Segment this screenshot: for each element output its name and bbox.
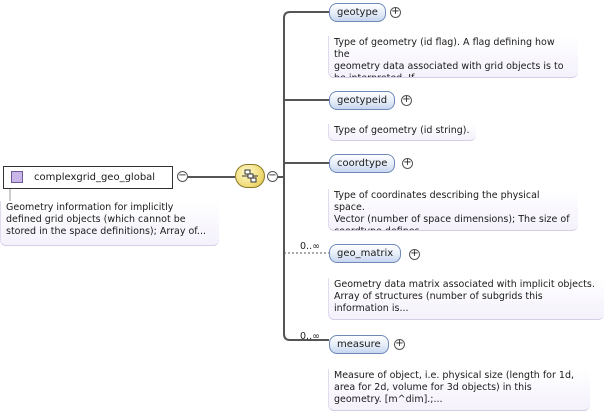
measure-cardinality: 0..∞ <box>300 331 320 342</box>
element-geotype[interactable]: geotype <box>329 3 386 22</box>
geotypeid-expand-toggle[interactable]: + <box>401 94 412 106</box>
measure-expand-toggle[interactable]: + <box>394 338 405 350</box>
geotype-expand-toggle[interactable]: + <box>390 6 401 18</box>
geotypeid-description: Type of geometry (id string). <box>328 124 476 141</box>
measure-description: Measure of object, i.e. physical size (l… <box>328 369 590 411</box>
root-element-label: complexgrid_geo_global <box>34 172 156 183</box>
element-coordtype[interactable]: coordtype <box>329 154 396 173</box>
sequence-compositor-icon <box>242 169 258 183</box>
geo-matrix-expand-toggle[interactable]: + <box>409 248 420 260</box>
element-geo-matrix[interactable]: geo_matrix <box>329 244 402 263</box>
element-measure[interactable]: measure <box>329 335 389 354</box>
coordtype-description: Type of coordinates describing the physi… <box>328 189 578 231</box>
root-description: Geometry information for implicitly defi… <box>0 201 219 246</box>
element-type-icon <box>11 171 23 183</box>
coordtype-expand-toggle[interactable]: + <box>402 157 413 169</box>
root-element-box[interactable]: complexgrid_geo_global <box>3 166 173 189</box>
geo-matrix-cardinality: 0..∞ <box>300 241 320 252</box>
geotype-description: Type of geometry (id flag). A flag defin… <box>328 36 578 78</box>
root-collapse-toggle[interactable]: − <box>177 170 188 182</box>
sequence-collapse-toggle[interactable]: − <box>267 170 278 182</box>
element-geotypeid[interactable]: geotypeid <box>329 91 396 110</box>
sequence-compositor[interactable] <box>235 164 265 188</box>
geo-matrix-description: Geometry data matrix associated with imp… <box>328 278 604 320</box>
